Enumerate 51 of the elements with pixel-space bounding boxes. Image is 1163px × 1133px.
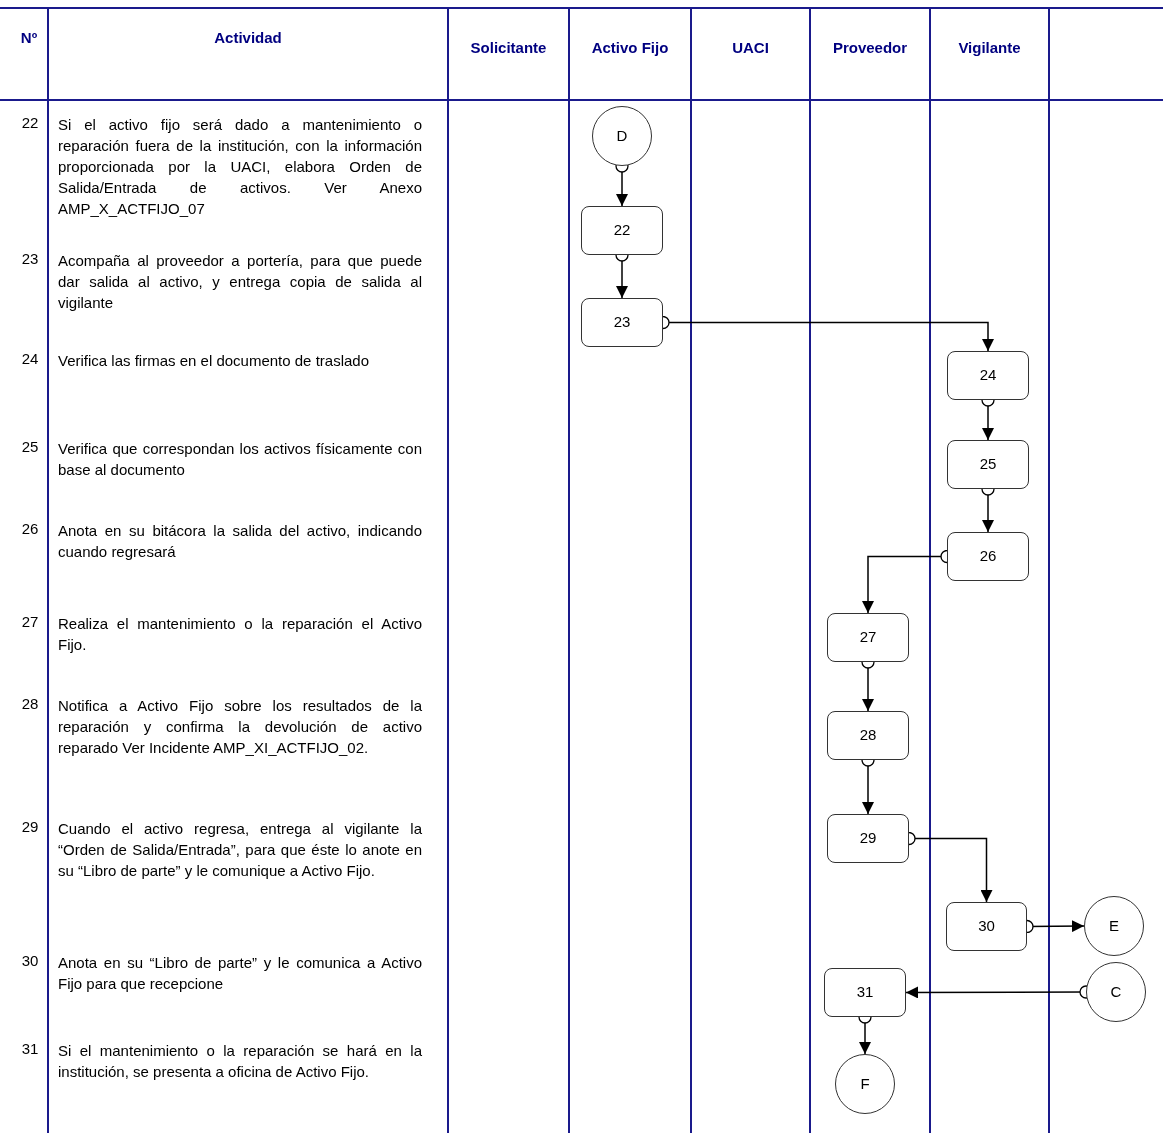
activity-description: Si el activo fijo será dado a mantenimiento o reparación fuera de la institución, con la información proporcionada por la UACI, elabora Orden de Salida/Entrada de activos. Ver Anexo AMP_X_ACTFIJO_07 (58, 115, 422, 219)
process-box (947, 532, 1029, 581)
process-box (824, 968, 906, 1017)
column-header: Actividad (213, 30, 283, 45)
step-label: E (1109, 915, 1119, 936)
step-number: 31 (20, 1039, 40, 1059)
step-label: F (860, 1073, 870, 1094)
activity-description: Si el mantenimiento o la reparación se hará en la institución, se presenta a oficina de Activo Fijo. (58, 1041, 422, 1082)
step-number: 29 (20, 817, 40, 837)
step-label: 24 (979, 365, 997, 386)
process-box (581, 206, 663, 255)
step-label: 31 (856, 982, 874, 1003)
step-number: 24 (20, 349, 40, 369)
activity-description: Realiza el mantenimiento o la reparación el Activo Fijo. (58, 614, 422, 655)
step-label: 22 (613, 220, 631, 241)
activity-description: Anota en su “Libro de parte” y le comunica a Activo Fijo para que recepcione (58, 953, 422, 994)
activity-description: Verifica las firmas en el documento de traslado (58, 351, 370, 371)
step-label: 25 (979, 454, 997, 475)
column-header: UACI (731, 40, 770, 55)
step-number: 26 (20, 519, 40, 539)
step-label: 26 (979, 546, 997, 567)
step-label: 30 (978, 916, 995, 937)
step-label: 23 (613, 312, 631, 333)
column-header: Solicitante (469, 40, 548, 55)
step-number: 25 (20, 437, 40, 457)
activity-description: Cuando el activo regresa, entrega al vigilante la “Orden de Salida/Entrada”, para que éste lo anote en su “Libro de parte” y le comunique a Activo Fijo. (58, 819, 422, 881)
step-number: 27 (20, 612, 40, 632)
activity-description: Anota en su bitácora la salida del activo, indicando cuando regresará (58, 521, 422, 562)
activity-description: Notifica a Activo Fijo sobre los resultados de la reparación y confirma la devolución de activo reparado Ver Incidente AMP_XI_ACTFIJO_02. (58, 696, 422, 758)
process-box (947, 440, 1029, 489)
step-label: D (616, 125, 628, 146)
process-box (827, 613, 909, 662)
step-number: 22 (20, 113, 40, 133)
activity-description: Acompaña al proveedor a portería, para que puede dar salida al activo, y entrega copia de salida al vigilante (58, 251, 422, 313)
column-header: Proveedor (831, 40, 909, 55)
activity-description: Verifica que correspondan los activos físicamente con base al documento (58, 439, 422, 480)
process-box (946, 902, 1027, 951)
step-number: 30 (20, 951, 40, 971)
process-box (827, 711, 909, 760)
process-box (827, 814, 909, 863)
column-header: Vigilante (957, 40, 1022, 55)
step-label: 28 (859, 725, 877, 746)
process-box (947, 351, 1029, 400)
step-label: 27 (859, 627, 877, 648)
column-header: Nº (19, 30, 39, 45)
step-number: 23 (20, 249, 40, 269)
step-label: 29 (859, 828, 877, 849)
process-box (581, 298, 663, 347)
column-header: Activo Fijo (590, 40, 670, 55)
step-number: 28 (20, 694, 40, 714)
step-label: C (1110, 981, 1122, 1002)
